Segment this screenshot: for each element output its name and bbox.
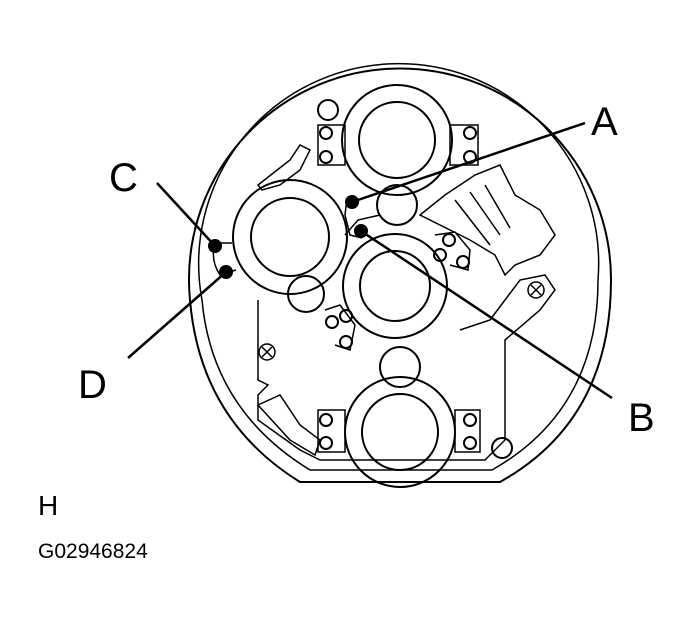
lower-bracket [256,394,321,457]
center-gear [324,214,471,351]
leader-d [127,271,227,359]
small-idler [287,275,325,313]
housing-outline [188,67,613,483]
left-gear [212,179,348,295]
view-identifier: H [38,490,59,521]
bolt-icon [258,343,276,361]
housing-inner-outline [197,62,600,471]
tensioner-pulley [379,346,421,388]
rib-1 [454,199,491,246]
right-bracket [418,164,556,277]
leader-b [360,229,613,400]
callout-c: C [109,156,138,200]
callout-b: B [628,396,655,440]
figure-code: G02946824 [38,540,148,563]
leader-c [156,182,216,247]
seal-bead-ab [344,197,363,239]
upper-bracket [256,144,312,191]
idler-pulley [376,184,418,226]
rib-3 [484,184,511,229]
rib-2 [469,191,501,236]
callout-a: A [591,100,618,144]
bolt-icon [527,281,545,299]
inner-plate [257,274,556,461]
bottom-gear [317,376,513,488]
callout-d: D [78,363,107,407]
top-gear [317,84,479,196]
leader-a [351,121,586,204]
